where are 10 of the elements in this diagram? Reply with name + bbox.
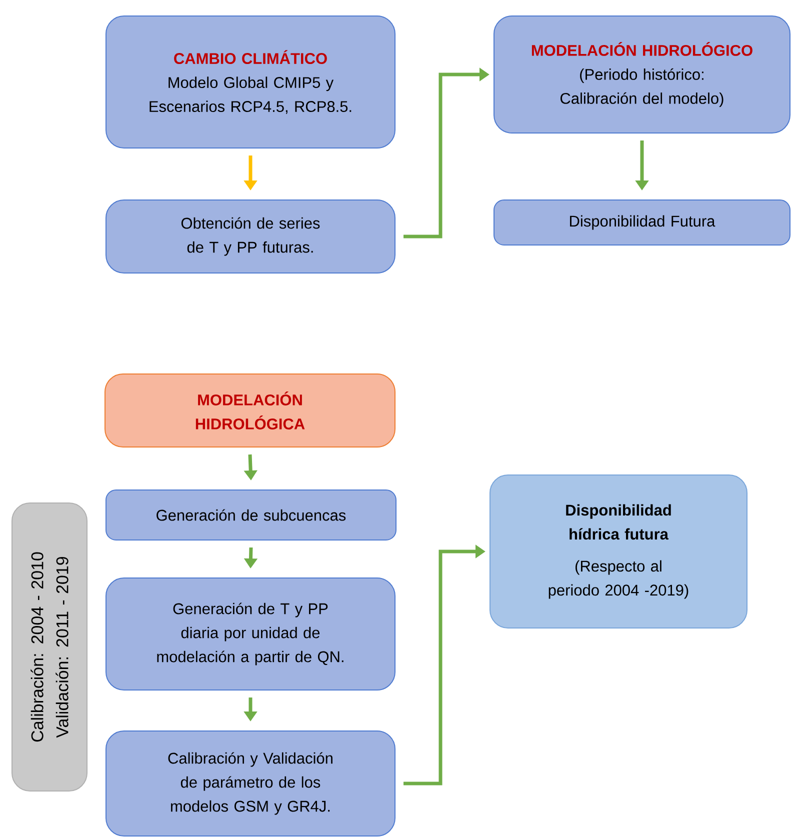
period-box: Calibración: 2004 - 2010 Validación: 2011 - 2019 — [12, 502, 88, 792]
process-box: MODELACIÓN HIDROLÓGICO (Periodo histórico: Calibración del modelo) — [494, 16, 790, 134]
process-box: Obtención de series de T y PP futuras. — [106, 200, 396, 274]
process-box: Generación de T y PP diaria por unidad de modelación a partir de QN. — [106, 578, 396, 690]
result-box: Disponibilidad hídrica futura (Respecto al periodo 2004 -2019) — [490, 474, 748, 628]
process-box: MODELACIÓN HIDROLÓGICA — [104, 374, 396, 448]
process-box: Calibración y Validación de parámetro de los modelos GSM y GR4J. — [106, 730, 396, 836]
process-box: Generación de subcuencas — [106, 490, 396, 540]
process-box: Disponibilidad Futura — [494, 200, 790, 246]
process-box: CAMBIO CLIMÁTICO Modelo Global CMIP5 y Escenarios RCP4.5, RCP8.5. — [106, 16, 396, 148]
